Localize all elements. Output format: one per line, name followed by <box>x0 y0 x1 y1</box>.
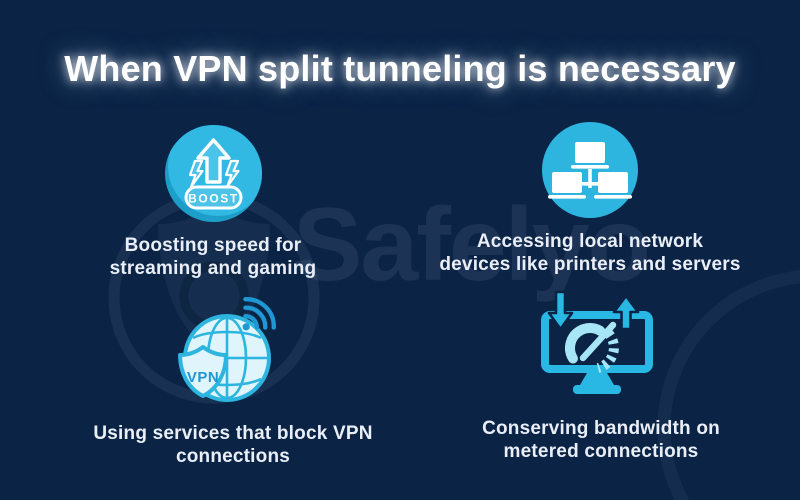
feature-text-line: connections <box>175 445 291 467</box>
boost-icon: BOOST <box>164 125 262 222</box>
vpn-label: VPN <box>187 369 219 386</box>
feature-text-line: Using services that block VPN <box>93 423 373 444</box>
feature-text-line: streaming and gaming <box>109 257 317 279</box>
vpn-globe-icon: VPN <box>178 297 276 402</box>
feature-text: Conserving bandwidth on metered connecti… <box>482 418 720 463</box>
lightning-icon <box>188 159 204 189</box>
feature-text: Accessing local network devices like pri… <box>439 231 740 276</box>
download-arrow-icon <box>547 290 574 331</box>
feature-text-line: Conserving bandwidth on <box>482 418 720 439</box>
vpn-shield-icon: VPN <box>178 345 228 398</box>
feature-local-network: Accessing local network devices like pri… <box>404 122 776 276</box>
boost-label: BOOST <box>188 192 239 206</box>
feature-blocked-services: VPN Using services that block VPN connec… <box>48 292 418 468</box>
lightning-icon <box>224 159 240 189</box>
speedometer-icon <box>565 321 619 374</box>
network-devices-icon <box>542 122 638 218</box>
feature-text-line: Boosting speed for <box>124 235 302 256</box>
feature-text-line: Accessing local network <box>476 231 704 252</box>
upload-arrow-icon <box>612 294 640 331</box>
page-title: When VPN split tunneling is necessary <box>64 48 736 89</box>
feature-text-line: devices like printers and servers <box>439 253 741 275</box>
feature-text: Boosting speed for streaming and gaming <box>110 235 317 280</box>
feature-text: Using services that block VPN connection… <box>93 423 372 468</box>
monitor-icon <box>541 311 653 394</box>
bandwidth-meter-icon <box>541 290 653 394</box>
feature-text-line: metered connections <box>503 440 699 462</box>
wifi-icon <box>242 297 276 331</box>
boost-arrow-icon <box>195 138 231 184</box>
feature-boost-speed: BOOST Boosting speed for streaming and g… <box>36 125 390 280</box>
feature-metered-bandwidth: Conserving bandwidth on metered connecti… <box>416 284 786 463</box>
